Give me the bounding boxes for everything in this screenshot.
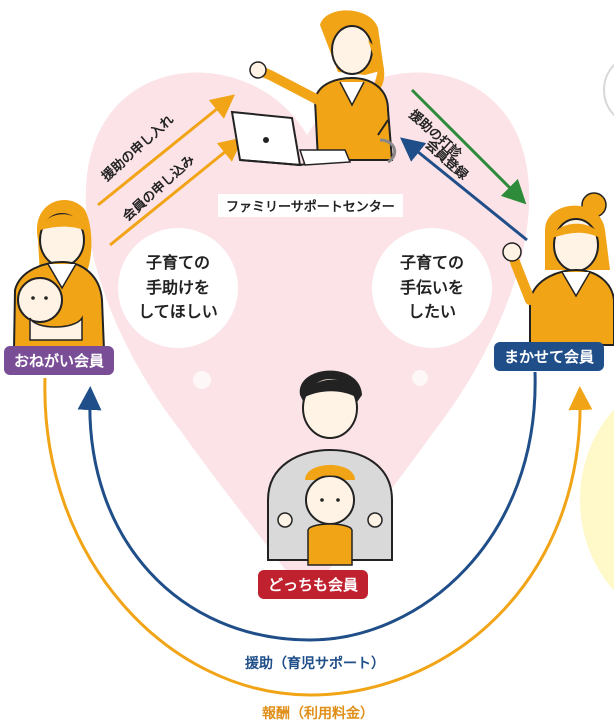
arrow-right-green bbox=[410, 88, 527, 205]
support-arc bbox=[77, 371, 537, 642]
left-speech-bubble: 子育ての 手助けを してほしい bbox=[118, 228, 238, 348]
badge-docchimo: どっちも会員 bbox=[258, 570, 369, 599]
support-arc-label: 援助（育児サポート） bbox=[245, 656, 385, 672]
left-bubble-line1: 子育ての bbox=[145, 252, 210, 272]
woman-ok-sign-icon bbox=[502, 192, 614, 346]
right-bubble-line3: したい bbox=[407, 302, 456, 322]
mother-baby-icon bbox=[12, 200, 106, 351]
woman-laptop-icon bbox=[230, 10, 397, 167]
heart-shape bbox=[85, 72, 530, 600]
deco-circle bbox=[603, 63, 614, 117]
arrow-left-top bbox=[97, 94, 236, 207]
reward-arc bbox=[43, 377, 593, 697]
center-label: ファミリーサポートセンター bbox=[218, 194, 403, 217]
reward-arc-label: 報酬（利用料金） bbox=[262, 706, 374, 722]
arrow-left-bottom bbox=[109, 137, 243, 247]
badge-makasete: まかせて会員 bbox=[494, 342, 605, 371]
arrow-right-navy bbox=[400, 137, 528, 242]
right-bubble-line2: 手伝いを bbox=[399, 277, 464, 297]
deco-bubble bbox=[412, 370, 428, 386]
right-speech-bubble: 子育ての 手伝いを したい bbox=[372, 228, 492, 348]
left-bubble-line2: 手助けを bbox=[145, 277, 210, 297]
yellow-blob bbox=[580, 409, 614, 591]
left-bubble-line3: してほしい bbox=[138, 302, 218, 322]
right-bubble-line1: 子育ての bbox=[399, 252, 464, 272]
deco-bubble bbox=[193, 371, 211, 389]
father-baby-icon bbox=[267, 370, 393, 566]
badge-onegai: おねがい会員 bbox=[4, 346, 115, 375]
